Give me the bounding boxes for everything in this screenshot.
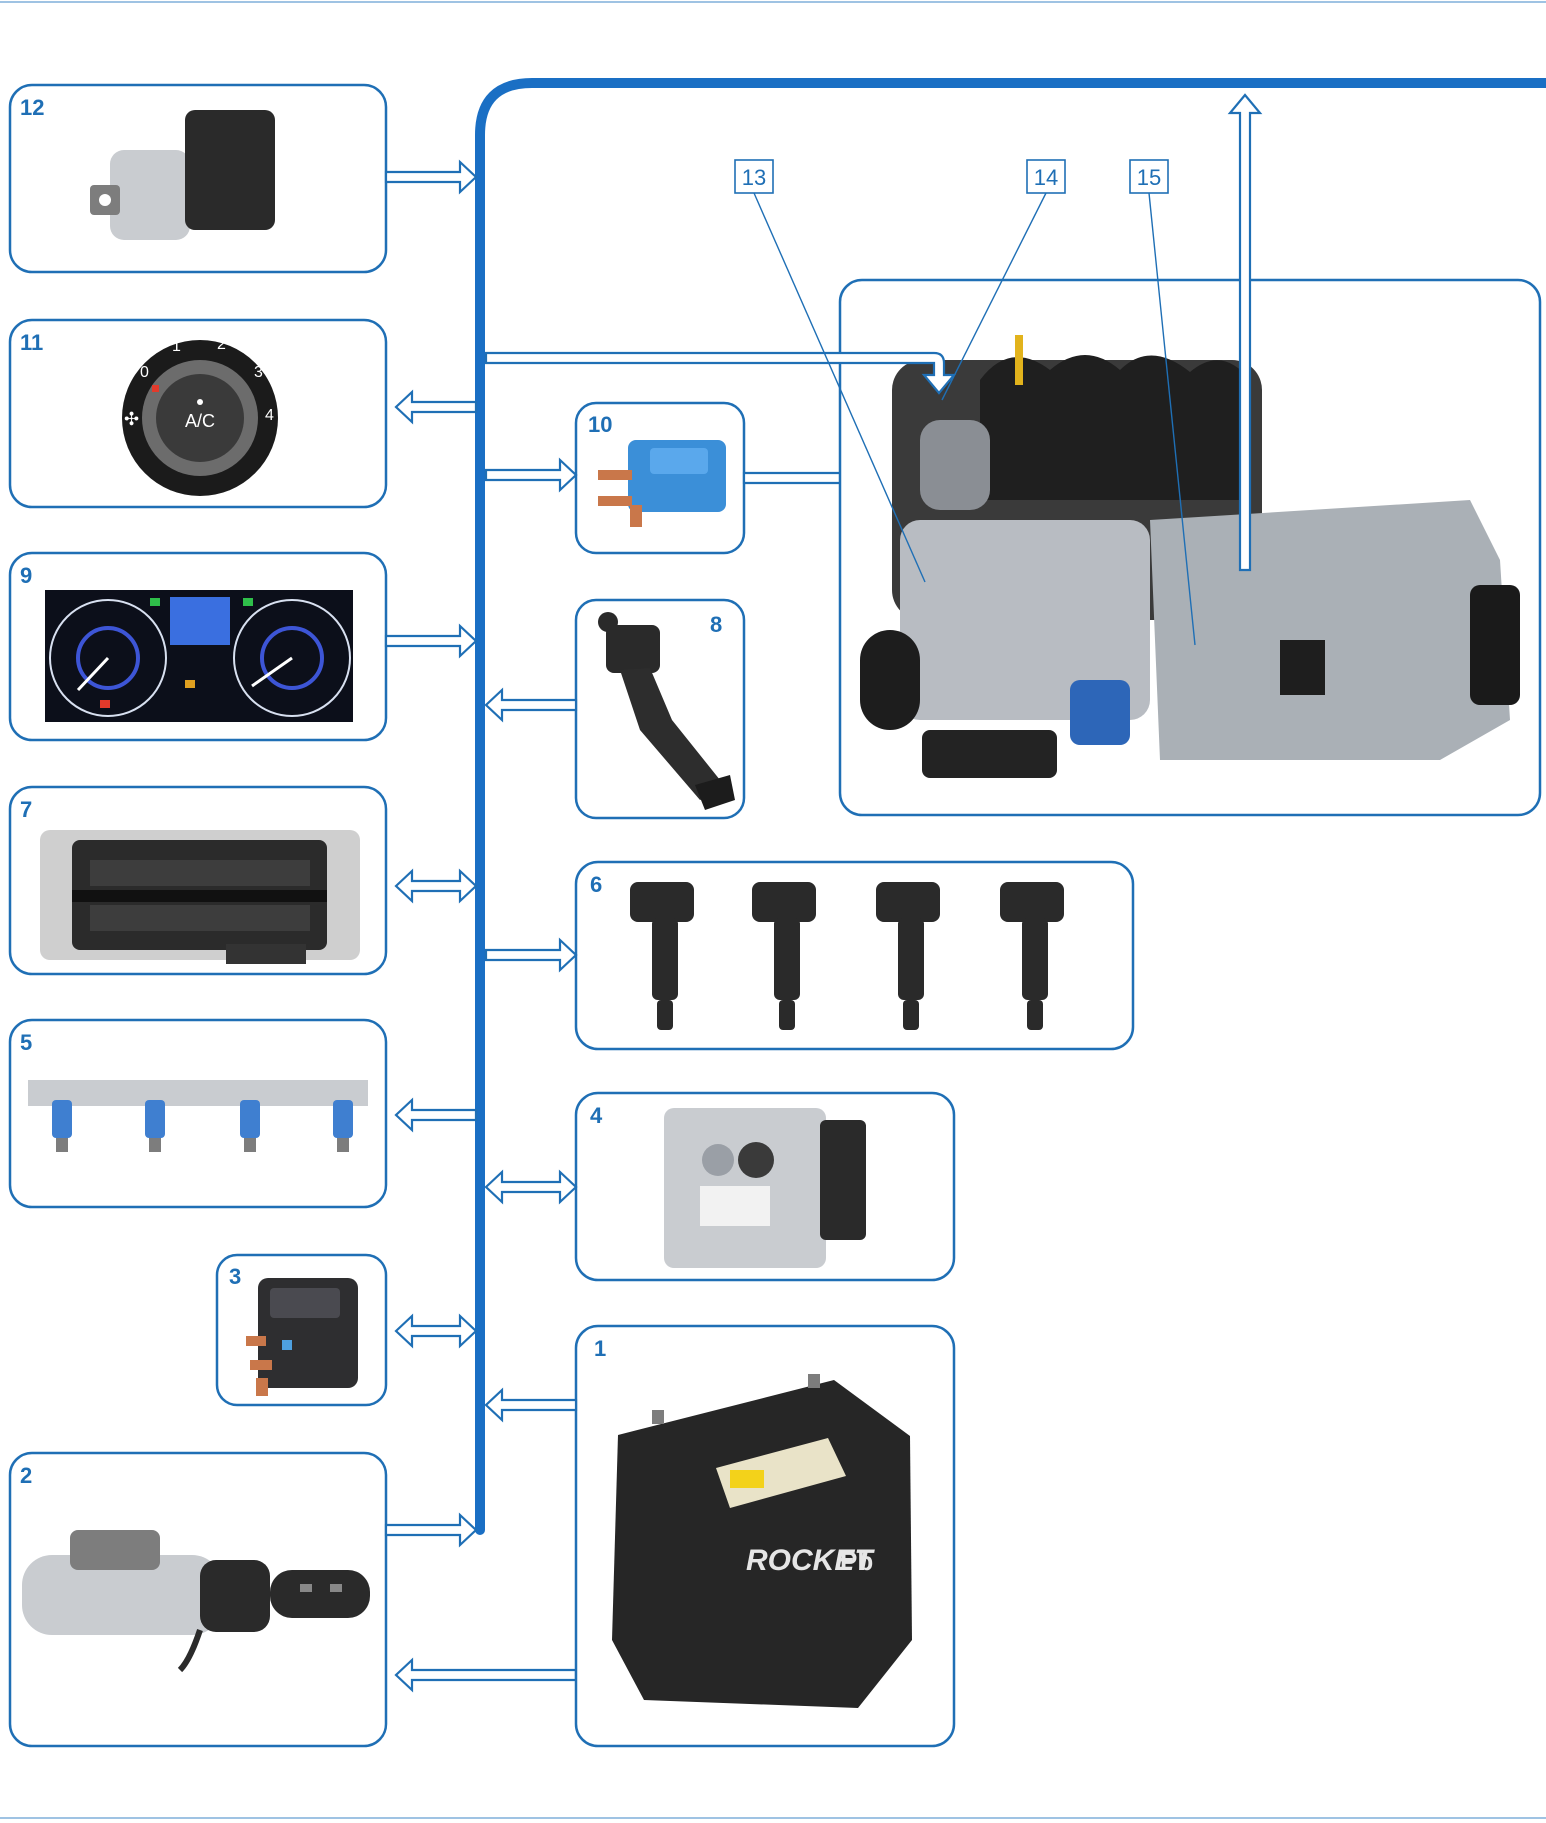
engine-image (860, 335, 1520, 778)
ignition-coils-image (630, 882, 1064, 1030)
callout-14: 14 (941, 159, 1066, 401)
arrow-9-to-bus (384, 623, 478, 659)
diagnostic-connector-image (40, 830, 360, 964)
arrow-1-to-bus (484, 1387, 578, 1423)
battery-symbol: Pb (840, 1546, 873, 1576)
component-2-number: 2 (20, 1463, 32, 1488)
arrow-bidirectional-4 (484, 1169, 578, 1205)
component-9-instrument-cluster: 9 (8, 551, 478, 742)
component-4-ecu: 4 (484, 1091, 956, 1282)
arrow-12-to-bus (384, 159, 478, 195)
arrow-bus-to-5 (394, 1097, 478, 1133)
component-9-number: 9 (20, 563, 32, 588)
component-1-battery: 1 ROCKET Pb (484, 1324, 956, 1748)
arrow-bus-to-6 (484, 937, 578, 973)
arrow-8-to-bus (484, 687, 578, 723)
pressure-sensor-image (90, 110, 275, 240)
component-12-number: 12 (20, 95, 44, 120)
arrow-bus-to-engine (484, 351, 957, 395)
callout-13-number: 13 (742, 165, 766, 190)
relay-10-image (598, 440, 726, 527)
arrow-2-to-bus (384, 1512, 478, 1548)
component-12-pressure-sensor: 12 (8, 83, 478, 274)
component-11-ac-switch: 11 A/C 0 1 2 3 4 ✣ (8, 318, 478, 509)
component-11-number: 11 (20, 330, 43, 355)
ac-label: A/C (185, 411, 215, 431)
main-relay-image (246, 1278, 358, 1396)
fuel-injector-rail-image (28, 1080, 368, 1152)
ac-position-0: 0 (140, 364, 149, 381)
battery-image: ROCKET Pb (612, 1374, 912, 1708)
ignition-switch-image (22, 1530, 370, 1673)
ac-position-2: 2 (217, 336, 226, 353)
engine-assembly (484, 93, 1542, 817)
component-3-main-relay: 3 (215, 1253, 478, 1407)
ac-position-1: 1 (172, 338, 181, 355)
arrow-bidirectional-7 (394, 868, 478, 904)
component-4-number: 4 (590, 1103, 603, 1128)
component-5-number: 5 (20, 1030, 32, 1055)
component-1-number: 1 (594, 1336, 606, 1361)
callout-15-number: 15 (1137, 165, 1161, 190)
arrow-bidirectional-3 (394, 1313, 478, 1349)
ac-position-4: 4 (265, 407, 274, 424)
ecu-image (664, 1108, 866, 1268)
component-7-number: 7 (20, 797, 32, 822)
callout-14-number: 14 (1034, 165, 1058, 190)
ac-position-3: 3 (254, 364, 263, 381)
battery-brand: ROCKET (746, 1544, 875, 1577)
arrow-bus-to-10 (484, 457, 578, 493)
ac-switch-image: A/C 0 1 2 3 4 ✣ (122, 336, 278, 496)
arrow-bus-to-11 (394, 389, 478, 425)
component-2-ignition-switch: 2 (8, 1451, 578, 1748)
arrow-engine-to-top (1227, 93, 1263, 572)
component-5-fuel-injectors: 5 (8, 1018, 478, 1209)
signal-bus (475, 78, 1546, 1535)
component-6-ignition-coils: 6 (484, 860, 1135, 1051)
arrow-1-to-2 (394, 1657, 578, 1693)
fan-icon: ✣ (124, 409, 139, 429)
callout-13: 13 (734, 159, 926, 583)
component-8-number: 8 (710, 612, 722, 637)
component-6-number: 6 (590, 872, 602, 897)
callout-15: 15 (1129, 159, 1196, 646)
component-8-accelerator-pedal: 8 (484, 598, 746, 820)
component-7-diagnostic-connector: 7 (8, 785, 478, 976)
component-3-number: 3 (229, 1264, 241, 1289)
component-10-number: 10 (588, 412, 612, 437)
accelerator-pedal-image (598, 612, 735, 810)
instrument-cluster-image (45, 590, 353, 722)
